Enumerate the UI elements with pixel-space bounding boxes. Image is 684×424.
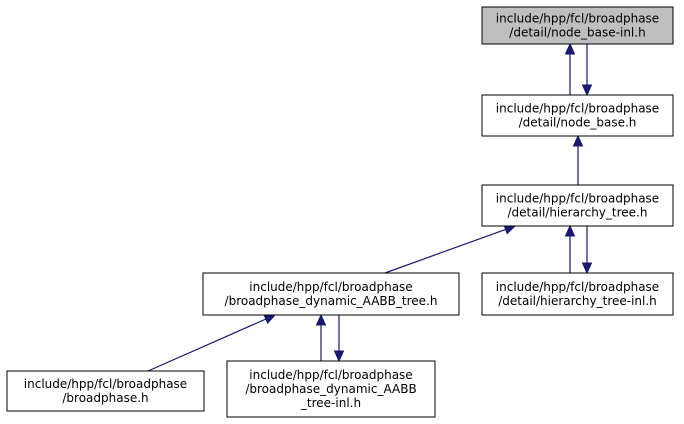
nodes-layer: include/hpp/fcl/broadphase/detail/node_b…	[6, 6, 674, 418]
edge-broadphase_dynamic_AABB_tree-to-broadphase_dynamic_AABB_tree_inl	[333, 315, 345, 363]
node-box	[481, 272, 674, 316]
node-box	[481, 6, 674, 45]
node-label-line: /broadphase_dynamic_AABB_tree.h	[225, 294, 438, 308]
node-hierarchy-tree-inl[interactable]: include/hpp/fcl/broadphase/detail/hierar…	[481, 272, 674, 316]
edge-line	[384, 228, 506, 274]
arrowhead-icon	[333, 350, 345, 363]
node-label-line: include/hpp/fcl/broadphase	[496, 102, 659, 116]
node-box	[202, 272, 460, 316]
arrowhead-icon	[581, 262, 593, 275]
node-node-base[interactable]: include/hpp/fcl/broadphase/detail/node_b…	[481, 94, 674, 137]
node-label-line: include/hpp/fcl/broadphase	[496, 280, 659, 294]
node-label-line: /detail/hierarchy_tree-inl.h	[498, 294, 657, 308]
node-node-base-inl[interactable]: include/hpp/fcl/broadphase/detail/node_b…	[481, 6, 674, 45]
node-label-line: /detail/node_base-inl.h	[509, 26, 645, 40]
edge-node_base-to-node_base_inl	[564, 42, 576, 95]
node-broadphase-dynamic-AABB-tree[interactable]: include/hpp/fcl/broadphase/broadphase_dy…	[202, 272, 460, 316]
node-box	[6, 370, 205, 412]
node-label-line: include/hpp/fcl/broadphase	[496, 12, 659, 26]
arrowhead-icon	[581, 84, 593, 97]
edge-hierarchy_tree_inl-to-hierarchy_tree	[564, 224, 576, 273]
arrowhead-icon	[263, 314, 277, 325]
node-hierarchy-tree[interactable]: include/hpp/fcl/broadphase/detail/hierar…	[481, 184, 674, 227]
edge-broadphase_dynamic_AABB_tree-to-hierarchy_tree	[384, 224, 517, 274]
node-box	[481, 184, 674, 227]
arrowhead-icon	[564, 42, 576, 55]
edges-layer	[147, 42, 593, 372]
node-label-line: include/hpp/fcl/broadphase	[24, 377, 187, 391]
node-label-line: _tree-inl.h	[300, 396, 361, 410]
node-label-line: include/hpp/fcl/broadphase	[249, 368, 412, 382]
node-box	[481, 94, 674, 137]
node-label-line: /detail/node_base.h	[519, 116, 637, 130]
node-label-line: /broadphase_dynamic_AABB	[245, 382, 416, 396]
arrowhead-icon	[315, 313, 327, 326]
node-broadphase-dynamic-AABB-tree-inl[interactable]: include/hpp/fcl/broadphase/broadphase_dy…	[226, 360, 436, 418]
edge-line	[147, 318, 267, 372]
edge-hierarchy_tree-to-hierarchy_tree_inl	[581, 226, 593, 275]
node-box	[226, 360, 436, 418]
node-label-line: include/hpp/fcl/broadphase	[249, 280, 412, 294]
node-label-line: include/hpp/fcl/broadphase	[496, 192, 659, 206]
arrowhead-icon	[564, 224, 576, 237]
node-broadphase[interactable]: include/hpp/fcl/broadphase/broadphase.h	[6, 370, 205, 412]
edge-hierarchy_tree-to-node_base	[572, 134, 584, 185]
node-label-line: /broadphase.h	[62, 391, 148, 405]
arrowhead-icon	[572, 134, 584, 147]
edge-broadphase_dynamic_AABB_tree_inl-to-broadphase_dynamic_AABB_tree	[315, 313, 327, 361]
edge-node_base_inl-to-node_base	[581, 44, 593, 97]
node-label-line: /detail/hierarchy_tree.h	[508, 206, 648, 220]
